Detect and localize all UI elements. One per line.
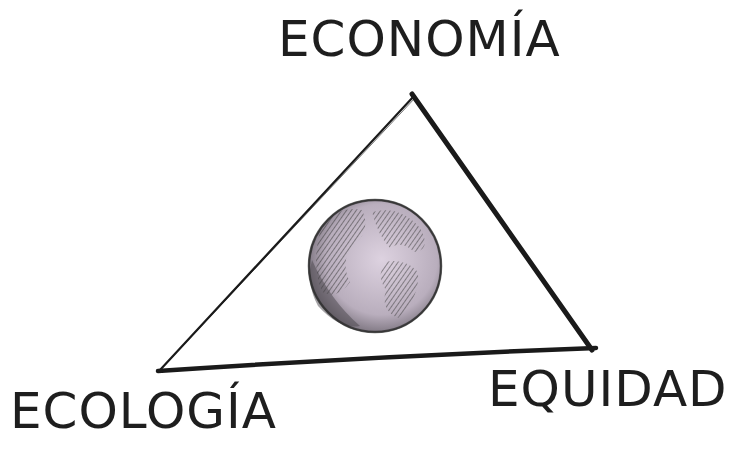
vertex-label: EQUIDAD (488, 364, 728, 414)
triangle-outline (158, 94, 596, 371)
vertex-label: ECOLOGÍA (10, 386, 277, 436)
vertex-label: ECONOMÍA (278, 14, 561, 64)
globe (309, 200, 441, 332)
